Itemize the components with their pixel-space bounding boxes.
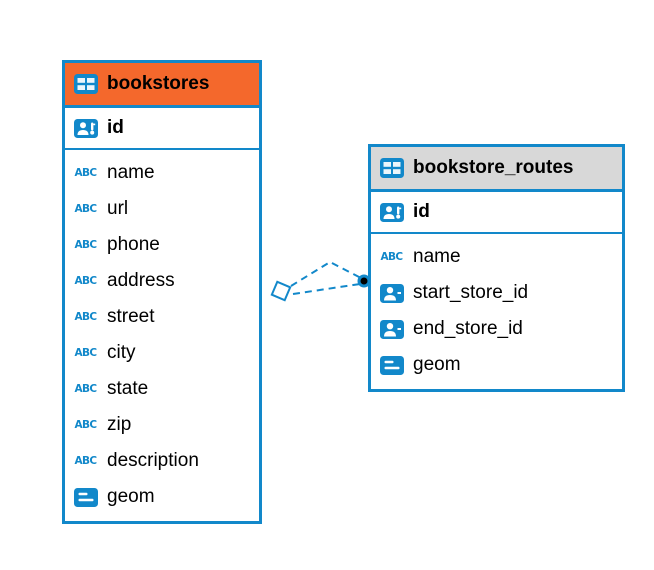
field-row[interactable]: ABC url: [65, 191, 259, 227]
field-name: start_store_id: [413, 282, 529, 303]
field-row[interactable]: end_store_id: [371, 311, 622, 347]
field-row[interactable]: ABC state: [65, 371, 259, 407]
field-name: geom: [107, 486, 155, 507]
field-name: address: [107, 270, 175, 291]
text-type-icon: ABC: [380, 250, 403, 263]
field-row[interactable]: ABC address: [65, 263, 259, 299]
field-row[interactable]: ABC description: [65, 443, 259, 479]
field-name: phone: [107, 234, 160, 255]
text-type-icon: ABC: [74, 310, 97, 323]
field-row[interactable]: ABC phone: [65, 227, 259, 263]
text-type-icon: ABC: [74, 382, 97, 395]
reference-type-icon: [379, 283, 404, 303]
field-row[interactable]: ABC name: [65, 155, 259, 191]
table-grid-icon: [73, 74, 98, 94]
table-bookstore-routes[interactable]: bookstore_routes id ABC name: [368, 144, 625, 392]
field-row[interactable]: start_store_id: [371, 275, 622, 311]
field-name: id: [413, 201, 430, 222]
field-name: state: [107, 378, 149, 399]
text-type-icon: ABC: [74, 346, 97, 359]
text-type-icon: ABC: [74, 238, 97, 251]
table-bookstores[interactable]: bookstores id ABC name ABC: [62, 60, 262, 524]
field-row[interactable]: ABC name: [371, 239, 622, 275]
text-type-icon: ABC: [74, 274, 97, 287]
table-grid-icon: [379, 158, 404, 178]
field-row[interactable]: ABC zip: [65, 407, 259, 443]
field-name: geom: [413, 354, 461, 375]
primary-key-icon: [73, 118, 98, 138]
table-header[interactable]: bookstore_routes: [371, 147, 622, 192]
field-name: zip: [107, 414, 132, 435]
table-title: bookstore_routes: [413, 157, 574, 178]
primary-key-icon: [379, 202, 404, 222]
field-name: city: [107, 342, 136, 363]
text-type-icon: ABC: [74, 202, 97, 215]
relationship-line-lower[interactable]: [292, 283, 361, 295]
field-name: description: [107, 450, 199, 471]
field-row[interactable]: geom: [371, 347, 622, 383]
field-list: ABC name start_store_id: [371, 234, 622, 389]
field-row[interactable]: geom: [65, 479, 259, 515]
field-row[interactable]: ABC city: [65, 335, 259, 371]
field-name: street: [107, 306, 155, 327]
geometry-type-icon: [73, 487, 98, 507]
reference-type-icon: [379, 319, 404, 339]
relationship-line-upper[interactable]: [290, 260, 362, 287]
field-name: name: [413, 246, 461, 267]
text-type-icon: ABC: [74, 418, 97, 431]
table-header[interactable]: bookstores: [65, 63, 259, 108]
text-type-icon: ABC: [74, 454, 97, 467]
field-row[interactable]: ABC street: [65, 299, 259, 335]
primary-key-row[interactable]: id: [371, 192, 622, 234]
field-list: ABC name ABC url ABC phone ABC address A…: [65, 150, 259, 521]
table-title: bookstores: [107, 73, 210, 94]
field-name: url: [107, 198, 129, 219]
geometry-type-icon: [379, 355, 404, 375]
relationship-diamond-endpoint[interactable]: [270, 280, 292, 302]
field-name: name: [107, 162, 155, 183]
text-type-icon: ABC: [74, 166, 97, 179]
field-name: end_store_id: [413, 318, 523, 339]
primary-key-row[interactable]: id: [65, 108, 259, 150]
field-name: id: [107, 117, 124, 138]
